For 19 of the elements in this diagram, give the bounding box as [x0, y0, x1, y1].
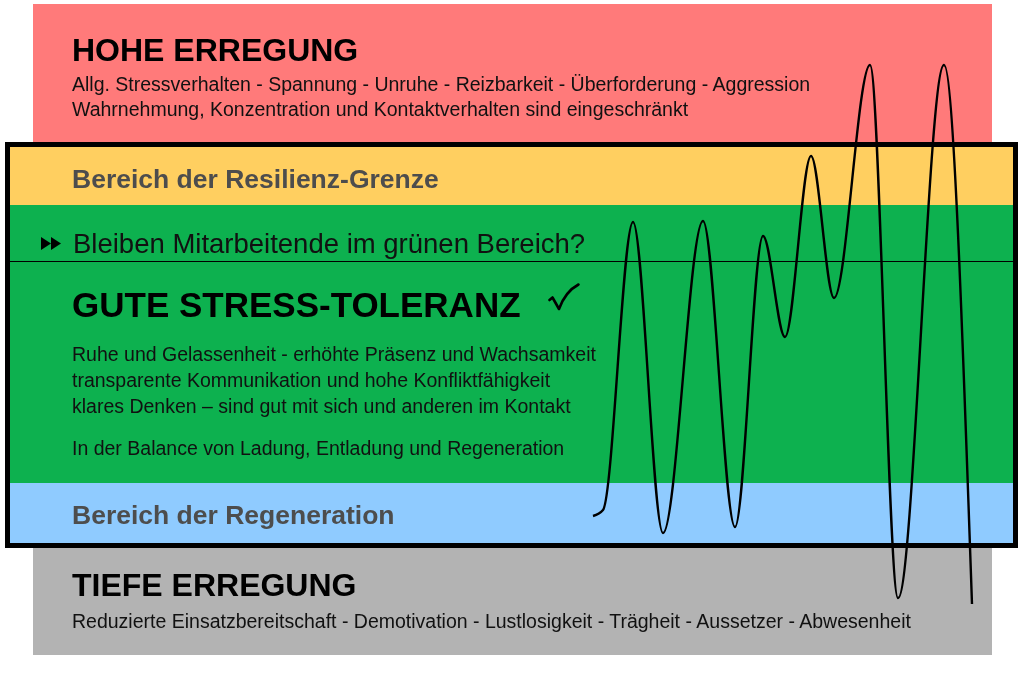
zone-description: Ruhe und Gelassenheit - erhöhte Präsenz und Wachsamkeit — [72, 343, 596, 367]
zone-heading: Bereich der Regeneration — [72, 500, 395, 532]
zone-band — [10, 147, 1013, 205]
zone-description: klares Denken – sind gut mit sich und anderen im Kontakt — [72, 395, 571, 419]
zone-band — [10, 483, 1013, 543]
zone-band — [33, 548, 992, 655]
zone-title: HOHE ERREGUNG — [72, 31, 359, 70]
zone-description: Reduzierte Einsatzbereitschaft - Demotivation - Lustlosigkeit - Trägheit - Aussetzer - Abwesenheit — [72, 610, 911, 634]
zone-title: GUTE STRESS-TOLERANZ — [72, 284, 521, 326]
zone-note: In der Balance von Ladung, Entladung und Regeneration — [72, 437, 565, 461]
zone-description: Wahrnehmung, Konzentration und Kontaktverhalten sind eingeschränkt — [72, 98, 689, 122]
question-text: Bleiben Mitarbeitende im grünen Bereich? — [73, 226, 586, 260]
zone-band — [33, 4, 992, 142]
zone-heading: Bereich der Resilienz-Grenze — [72, 164, 439, 196]
zone-description: transparente Kommunikation und hohe Konfliktfähigkeit — [72, 369, 551, 393]
zone-title: TIEFE ERREGUNG — [72, 566, 357, 605]
zone-band — [10, 205, 1013, 483]
zone-description: Allg. Stressverhalten - Spannung - Unruhe - Reizbarkeit - Überforderung - Aggression — [72, 73, 811, 97]
frame-border — [5, 142, 1018, 548]
